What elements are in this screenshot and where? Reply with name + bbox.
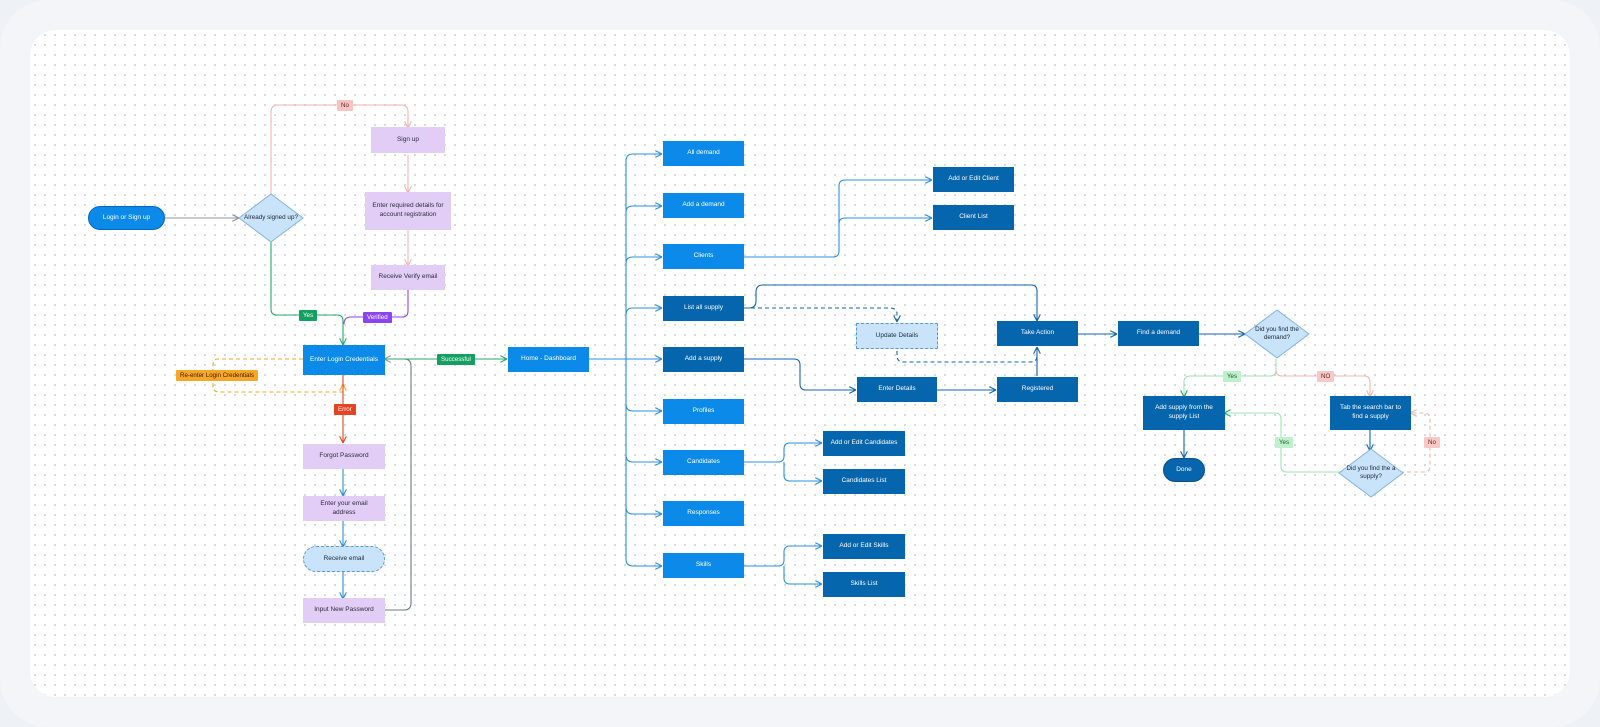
profiles-node[interactable]: Profiles	[663, 399, 744, 424]
did-find-demand-label[interactable]: Did you find the demand?	[1255, 325, 1299, 342]
error-tag: Error	[334, 404, 356, 415]
client-list-node[interactable]: Client List	[933, 205, 1014, 230]
successful-tag: Successful	[437, 354, 475, 365]
take-action-label: Take Action	[1020, 329, 1055, 337]
receive-email-label: Receive email	[323, 554, 365, 562]
reenter-credentials-tag: Re-enter Login Credentials	[176, 370, 258, 381]
input-new-password-node[interactable]: Input New Password	[303, 598, 385, 623]
add-supply-from-list-node[interactable]: Add supply from the supply List	[1143, 396, 1225, 430]
update-details-node[interactable]: Update Details	[856, 323, 938, 349]
enter-details-node[interactable]: Enter Details	[857, 377, 937, 402]
decision-find-demand-shape	[1244, 309, 1310, 359]
responses-node[interactable]: Responses	[663, 501, 744, 526]
add-edit-skills-label: Add or Edit Skills	[839, 542, 889, 550]
no-signup-tag: No	[337, 100, 353, 111]
candidates-label: Candidates	[687, 458, 720, 466]
enter-login-credentials-node[interactable]: Enter Login Credentials	[303, 345, 385, 375]
home-dashboard-label: Home - Dashboard	[521, 355, 576, 363]
list-all-supply-label: List all supply	[683, 304, 724, 312]
enter-login-credentials-label: Enter Login Credentials	[310, 355, 378, 363]
enter-details-label: Enter Details	[878, 385, 916, 393]
add-edit-skills-node[interactable]: Add or Edit Skills	[823, 534, 905, 559]
list-all-supply-node[interactable]: List all supply	[663, 296, 744, 321]
login-signup-node[interactable]: Login or Sign up	[88, 206, 165, 230]
add-supply-from-list-label: Add supply from the supply List	[1155, 404, 1213, 420]
tab-search-bar-label: Tab the search bar to find a supply	[1339, 404, 1402, 420]
forgot-password-node[interactable]: Forgot Password	[303, 444, 385, 469]
add-edit-client-node[interactable]: Add or Edit Client	[933, 167, 1014, 192]
add-demand-node[interactable]: Add a demand	[663, 193, 744, 218]
yes-signed-tag: Yes	[299, 310, 318, 321]
tab-search-bar-node[interactable]: Tab the search bar to find a supply	[1330, 396, 1411, 430]
all-demand-node[interactable]: All demand	[663, 141, 744, 166]
enter-required-details-label: Enter required details for account regis…	[372, 202, 444, 218]
registered-label: Registered	[1021, 385, 1054, 393]
skills-node[interactable]: Skills	[663, 553, 744, 578]
yes-demand-tag: Yes	[1223, 371, 1242, 382]
candidates-node[interactable]: Candidates	[663, 450, 744, 475]
connector-layer	[165, 104, 1431, 611]
input-new-password-label: Input New Password	[314, 606, 374, 614]
clients-node[interactable]: Clients	[663, 244, 744, 269]
already-signed-label[interactable]: Already signed up?	[244, 213, 298, 221]
did-find-supply-label[interactable]: Did you find the a supply?	[1346, 464, 1396, 481]
no-demand-tag: NO	[1317, 371, 1335, 382]
add-demand-label: Add a demand	[682, 201, 725, 209]
find-demand-node[interactable]: Find a demand	[1118, 321, 1199, 346]
responses-label: Responses	[687, 509, 720, 517]
decision-find-supply-shape	[1338, 448, 1404, 498]
sign-up-node[interactable]: Sign up	[371, 127, 445, 153]
add-supply-node[interactable]: Add a supply	[663, 347, 744, 372]
profiles-label: Profiles	[692, 407, 715, 415]
verified-tag: Verified	[363, 312, 392, 323]
candidates-list-node[interactable]: Candidates List	[823, 469, 905, 494]
find-demand-label: Find a demand	[1136, 329, 1181, 337]
yes-supply-tag: Yes	[1275, 437, 1294, 448]
receive-verify-email-node[interactable]: Receive Verify email	[371, 265, 445, 290]
registered-node[interactable]: Registered	[997, 377, 1078, 402]
receive-verify-email-label: Receive Verify email	[378, 273, 438, 281]
enter-required-details-node[interactable]: Enter required details for account regis…	[365, 192, 451, 230]
add-edit-client-label: Add or Edit Client	[948, 175, 999, 183]
sign-up-label: Sign up	[396, 135, 420, 143]
home-dashboard-node[interactable]: Home - Dashboard	[508, 347, 589, 372]
add-edit-candidates-label: Add or Edit Candidates	[830, 439, 898, 447]
enter-email-label: Enter your email address	[320, 499, 368, 516]
clients-label: Clients	[693, 252, 714, 260]
candidates-list-label: Candidates List	[841, 477, 887, 485]
no-supply-tag: No	[1424, 437, 1440, 448]
skills-label: Skills	[695, 561, 712, 569]
decision-already-signed-shape	[238, 193, 304, 243]
login-signup-label: Login or Sign up	[102, 213, 151, 221]
skills-list-node[interactable]: Skills List	[823, 572, 905, 597]
diagram-canvas: Login or Sign up Already signed up? Sign…	[30, 30, 1570, 697]
done-node[interactable]: Done	[1163, 458, 1205, 482]
done-label: Done	[1176, 465, 1192, 473]
enter-email-node[interactable]: Enter your email address	[303, 496, 385, 521]
add-edit-candidates-node[interactable]: Add or Edit Candidates	[823, 431, 905, 456]
update-details-label: Update Details	[875, 331, 919, 339]
all-demand-label: All demand	[687, 149, 720, 157]
client-list-label: Client List	[959, 213, 988, 221]
add-supply-label: Add a supply	[684, 355, 723, 363]
skills-list-label: Skills List	[850, 580, 878, 588]
take-action-node[interactable]: Take Action	[997, 321, 1078, 346]
forgot-password-label: Forgot Password	[319, 452, 369, 460]
receive-email-node[interactable]: Receive email	[303, 546, 385, 572]
